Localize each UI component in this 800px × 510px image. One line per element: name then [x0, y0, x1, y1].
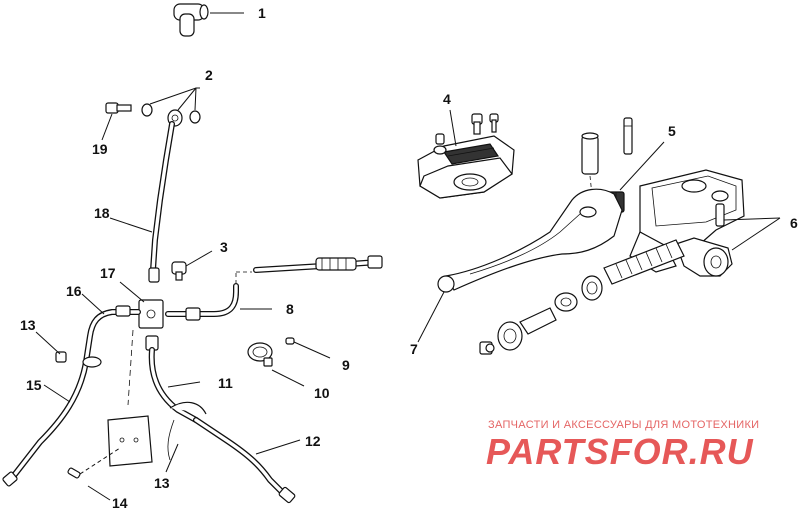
master-cylinder-line — [253, 255, 383, 273]
callout-7: 7 — [410, 341, 418, 357]
watermark-tagline: ЗАПЧАСТИ И АКСЕССУАРЫ ДЛЯ МОТОТЕХНИКИ — [488, 419, 759, 431]
watermark-brand: PARTSFOR.RU — [486, 431, 754, 472]
callout-3: 3 — [220, 239, 228, 255]
callout-4: 4 — [443, 91, 451, 107]
callout-19: 19 — [92, 141, 108, 157]
part-3-bleed-fitting — [171, 250, 213, 281]
part-4-reservoir-cover — [417, 109, 515, 199]
watermark: ЗАПЧАСТИ И АКСЕССУАРЫ ДЛЯ МОТОТЕХНИКИ PA… — [486, 419, 759, 472]
part-8-rigid-brake-line — [165, 271, 272, 321]
part-11-right-upper-line — [145, 335, 201, 423]
part-6-master-cylinder-body — [629, 169, 781, 277]
part-7-brake-lever — [417, 188, 623, 343]
part-12-right-lower-line — [193, 417, 301, 504]
callout-labels: 1 2 3 4 5 6 7 8 9 10 11 12 13 13 14 15 1… — [20, 5, 798, 510]
part-14-mounting-bracket — [67, 329, 153, 501]
callout-11: 11 — [218, 375, 233, 391]
callout-5: 5 — [668, 123, 676, 139]
part-13-lower-clamp — [165, 401, 207, 473]
part-15-left-lower-brake-line — [2, 351, 89, 487]
callout-14: 14 — [112, 495, 128, 510]
callout-2: 2 — [205, 67, 213, 83]
callout-15: 15 — [26, 377, 42, 393]
callout-12: 12 — [305, 433, 321, 449]
part-19-banjo-bolt — [101, 102, 132, 141]
callout-6: 6 — [790, 215, 798, 231]
callout-16: 16 — [66, 283, 82, 299]
callout-1: 1 — [258, 5, 266, 21]
part-2-washers-banjo — [141, 87, 201, 127]
callout-17: 17 — [100, 265, 116, 281]
part-10-hose-clamp — [247, 342, 305, 387]
part-1-tee-fitting — [173, 3, 244, 37]
callout-13-upper: 13 — [20, 317, 36, 333]
part-17-junction-block — [119, 281, 164, 329]
callout-10: 10 — [314, 385, 330, 401]
callout-13-lower: 13 — [154, 475, 170, 491]
part-16-left-hose-fitting — [81, 293, 141, 365]
master-cylinder-piston-assembly — [479, 239, 685, 355]
lever-pivot-pin — [581, 117, 633, 215]
part-9-clamp-screw — [285, 337, 331, 359]
callout-8: 8 — [286, 301, 294, 317]
callout-18: 18 — [94, 205, 110, 221]
part-13-upper-clamp — [35, 331, 102, 368]
callout-9: 9 — [342, 357, 350, 373]
part-18-upper-brake-line — [109, 121, 175, 283]
